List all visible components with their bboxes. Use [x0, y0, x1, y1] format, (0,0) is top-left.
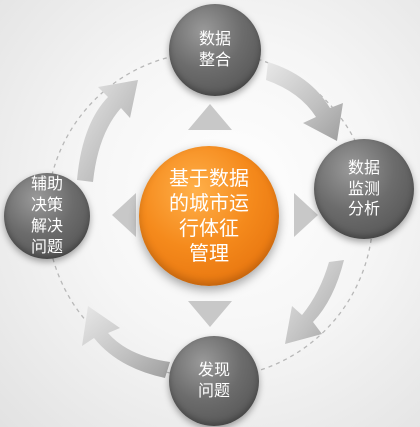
pointer-up-triangle [188, 104, 232, 130]
center-line-4: 管理 [189, 241, 229, 265]
node-find-problems: 发现 问题 [169, 336, 259, 426]
node-bottom-line-1: 发现 [197, 360, 230, 380]
center-line-1: 基于数据 [169, 166, 249, 190]
node-top-line-2: 整合 [198, 50, 231, 69]
node-top-line-1: 数据 [198, 29, 231, 49]
node-left-line-1: 辅助 [30, 174, 63, 194]
node-data-monitoring-analysis: 数据 监测 分析 [314, 139, 414, 239]
node-right-line-3: 分析 [347, 199, 380, 219]
flow-arrow-bottom-to-left [82, 306, 170, 378]
center-line-3: 行体征 [179, 216, 239, 240]
pointer-right-triangle [294, 193, 318, 237]
node-bottom-line-2: 问题 [197, 381, 230, 400]
flow-arrow-left-to-top [77, 80, 138, 182]
node-decision-support: 辅助 决策 解决 问题 [4, 173, 90, 259]
flow-arrow-right-to-bottom [285, 260, 344, 344]
node-right-line-1: 数据 [347, 157, 380, 177]
pointer-left-triangle [112, 193, 136, 237]
node-left-line-4: 问题 [30, 236, 63, 256]
center-node: 基于数据 的城市运 行体征 管理 [139, 146, 279, 286]
node-left-line-2: 决策 [30, 195, 63, 215]
flow-arrow-top-to-right [266, 62, 343, 141]
pointer-down-triangle [188, 301, 232, 327]
node-data-integration: 数据 整合 [169, 4, 261, 96]
node-left-line-3: 解决 [30, 216, 63, 235]
node-right-line-2: 监测 [347, 178, 380, 198]
center-line-2: 的城市运 [169, 191, 249, 215]
